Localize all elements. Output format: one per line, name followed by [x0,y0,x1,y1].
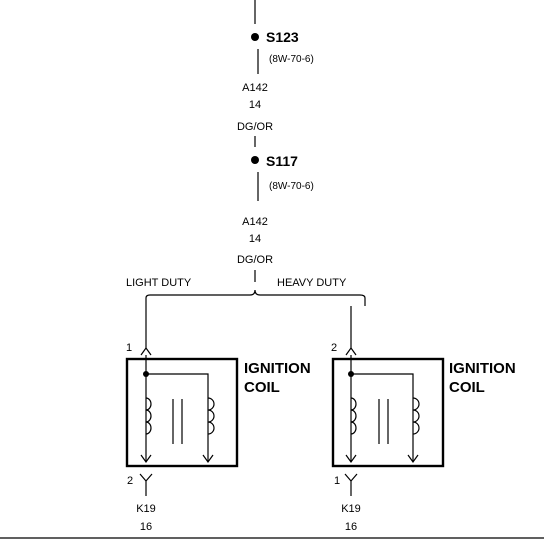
splice-dot-s117 [251,156,259,164]
splice-s117-ref: (8W-70-6) [269,181,314,192]
coil-right-bottom-pin: 1 [334,475,340,487]
wire-upper-circuit: A142 [242,82,268,94]
coil-left-secondary-winding [207,397,215,435]
coil-left-bottom-connector [139,473,153,482]
splice-dot-s123 [251,33,259,41]
coil-left-primary-winding [145,397,152,435]
coil-left-out-gauge: 16 [140,521,152,533]
ignition-coil-left: 1 IGNITION COIL 2 K19 16 [125,306,311,533]
coil-right-secondary-winding [412,397,420,435]
coil-right-arrow-2 [407,454,419,464]
wire-upper-gauge: 14 [249,99,261,111]
coil-right-arrow-1 [345,454,357,464]
coil-left-arrow-1 [140,454,152,464]
wire-lower-color: DG/OR [237,254,273,266]
coil-right-box [331,357,445,468]
coil-right-out-gauge: 16 [345,521,357,533]
coil-left-secondary-lead [146,373,209,462]
coil-left-out-circuit: K19 [136,503,156,515]
ignition-coil-right: 2 IGNITION COIL 1 K19 16 [331,306,516,533]
coil-right-label-line1: IGNITION [449,360,516,377]
coil-left-label-line2: COIL [244,379,280,396]
coil-right-out-circuit: K19 [341,503,361,515]
coil-left-arrow-2 [202,454,214,464]
coil-left-box [125,357,239,468]
coil-right-secondary-lead [351,373,414,462]
wire-upper-color: DG/OR [237,121,273,133]
coil-right-label-line2: COIL [449,379,485,396]
splice-s117-label: S117 [266,153,298,169]
branch-brace [145,289,366,306]
coil-left-top-pin: 1 [126,342,132,354]
coil-left-bottom-pin: 2 [127,475,133,487]
coil-left-label-line1: IGNITION [244,360,311,377]
coil-right-top-pin: 2 [331,342,337,354]
coil-right-primary-winding [350,397,357,435]
wire-lower-circuit: A142 [242,216,268,228]
coil-left-top-connector [140,346,152,356]
coil-right-top-connector [345,346,357,356]
wire-lower-gauge: 14 [249,233,261,245]
branch-left-label: LIGHT DUTY [126,277,192,289]
branch-right-label: HEAVY DUTY [277,277,347,289]
splice-s123-label: S123 [266,29,299,45]
coil-right-bottom-connector [344,473,358,482]
splice-s123-ref: (8W-70-6) [269,54,314,65]
